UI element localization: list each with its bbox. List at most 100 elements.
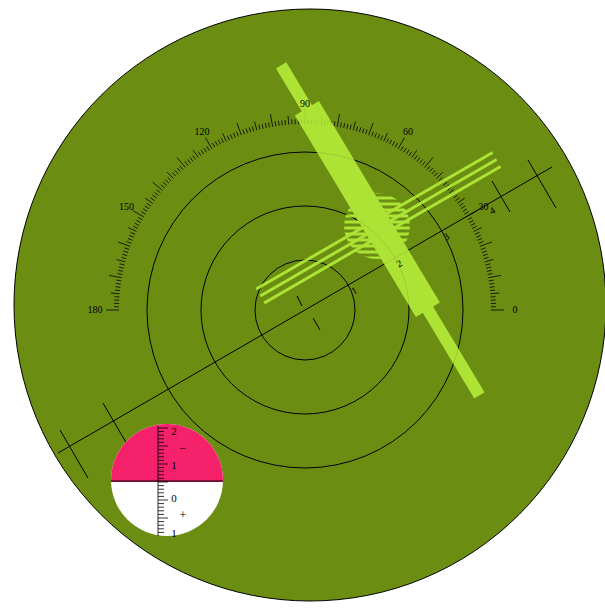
tick-mark (491, 306, 496, 307)
tick-mark (187, 159, 190, 163)
tick-mark (353, 122, 355, 131)
tick-mark (295, 119, 296, 124)
tick-mark (281, 120, 283, 125)
tick-mark (175, 170, 178, 174)
tick-mark (468, 217, 472, 219)
tick-mark (133, 211, 144, 218)
tick-mark (485, 264, 490, 265)
tick-mark (350, 125, 351, 130)
tick-mark (147, 203, 151, 206)
tick-mark (330, 191, 425, 194)
tick-mark (136, 220, 140, 222)
tick-mark (161, 185, 165, 188)
tick-mark (158, 514, 164, 515)
tick-mark (472, 226, 476, 228)
tick-mark (215, 141, 217, 145)
tick-mark (158, 518, 168, 519)
tick-mark (398, 138, 405, 149)
bearing-number: 30 (478, 202, 488, 212)
tick-mark (337, 114, 339, 127)
bearing-number: 120 (195, 127, 210, 137)
tick-mark (135, 223, 139, 225)
tick-mark (489, 283, 494, 285)
tick-mark (425, 158, 433, 168)
level-sign: + (180, 509, 187, 521)
tick-mark (158, 467, 164, 468)
tick-mark (477, 238, 482, 240)
tick-mark (157, 190, 161, 193)
tick-mark (409, 152, 412, 156)
tick-mark (119, 267, 124, 268)
tick-mark (378, 134, 380, 139)
tick-mark (129, 235, 134, 237)
tick-mark (412, 150, 417, 157)
tick-mark (469, 220, 473, 222)
tick-mark (454, 195, 458, 198)
tick-mark (483, 254, 488, 255)
tick-mark (406, 150, 409, 154)
tick-mark (158, 485, 164, 486)
tick-mark (249, 127, 250, 132)
tick-mark (158, 442, 164, 443)
tick-mark (127, 242, 132, 244)
level-number: 2 (171, 426, 177, 437)
tick-mark (163, 182, 167, 185)
tick-mark (401, 146, 404, 150)
level-inset (100, 420, 240, 536)
tick-mark (334, 121, 336, 126)
tick-mark (128, 238, 133, 240)
tick-mark (158, 464, 168, 465)
bearing-number: 180 (88, 305, 103, 315)
tick-mark (158, 496, 164, 497)
tick-mark (490, 290, 495, 292)
tick-mark (420, 159, 423, 163)
tick-mark (330, 251, 425, 254)
tick-mark (359, 127, 360, 132)
tick-mark (141, 212, 145, 215)
tick-mark (268, 123, 270, 128)
tick-mark (484, 257, 489, 258)
tick-mark (158, 507, 164, 508)
tick-mark (158, 500, 168, 501)
tick-mark (252, 126, 253, 131)
level-sign: − (180, 442, 187, 454)
tick-mark (432, 170, 435, 174)
tick-mark (387, 138, 389, 142)
tick-mark (158, 528, 164, 529)
tick-mark (474, 228, 482, 232)
tick-mark (476, 235, 481, 237)
tick-mark (443, 182, 447, 185)
tick-mark (221, 138, 223, 142)
tick-mark (489, 280, 494, 282)
tick-mark (114, 303, 119, 304)
tick-mark (459, 203, 463, 206)
tick-mark (193, 155, 196, 159)
tick-mark (330, 263, 425, 266)
tick-mark (118, 273, 123, 275)
tick-mark (158, 510, 164, 511)
tick-mark (158, 471, 164, 472)
tick-mark (255, 122, 257, 131)
tick-mark (237, 132, 239, 137)
tick-mark (190, 157, 193, 161)
tick-mark (381, 136, 383, 141)
tick-mark (158, 438, 164, 439)
tick-mark (488, 275, 501, 277)
tick-mark (158, 428, 168, 429)
tick-mark (384, 133, 388, 141)
tick-mark (291, 119, 292, 124)
tick-mark (330, 233, 425, 236)
tick-mark (114, 306, 119, 307)
tick-mark (463, 209, 467, 212)
tick-mark (455, 198, 459, 201)
tick-mark (138, 217, 142, 219)
tick-mark (344, 123, 345, 128)
tick-mark (115, 286, 120, 288)
tick-mark (204, 148, 207, 152)
tick-mark (485, 260, 494, 262)
tick-mark (395, 143, 397, 147)
tick-mark (490, 293, 499, 295)
tick-mark (417, 157, 420, 161)
tick-mark (121, 257, 126, 258)
